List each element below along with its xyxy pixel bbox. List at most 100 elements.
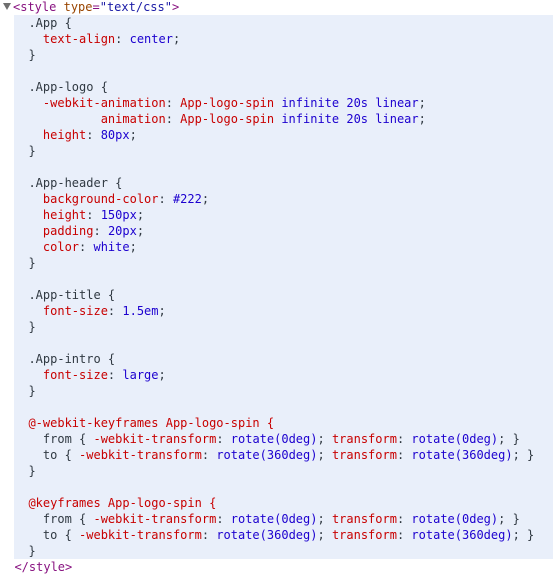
code-token: #222	[172, 192, 202, 206]
code-token: transform	[331, 528, 397, 542]
code-token: :	[79, 240, 94, 254]
code-token: 20px	[107, 224, 137, 238]
code-token: .App {	[14, 16, 72, 30]
code-line: @keyframes App-logo-spin {	[14, 495, 553, 511]
code-line: }	[14, 543, 553, 559]
code-token: :	[396, 512, 412, 526]
close-tag: </style>	[14, 560, 73, 574]
code-line: }	[14, 319, 553, 335]
code-token: white	[93, 240, 130, 254]
code-line: from { -webkit-transform: rotate(0deg); …	[14, 431, 553, 447]
code-token: 0deg	[281, 432, 311, 446]
code-line: .App-logo {	[14, 79, 553, 95]
code-token: to {	[14, 528, 80, 542]
style-open-tag-line[interactable]: <style type="text/css">	[0, 0, 553, 15]
code-token: 0deg	[281, 512, 311, 526]
code-token: .App-intro {	[14, 352, 116, 366]
code-token: :	[216, 432, 231, 446]
code-line: to { -webkit-transform: rotate(360deg); …	[14, 447, 553, 463]
code-line: }	[14, 47, 553, 63]
code-line: -webkit-animation: App-logo-spin infinit…	[14, 95, 553, 111]
code-token: large	[122, 368, 159, 382]
code-token: )	[310, 528, 318, 542]
style-close-tag-line[interactable]: </style>	[0, 559, 553, 575]
code-token: ; }	[512, 448, 535, 462]
code-line: .App-title {	[14, 287, 553, 303]
code-token: ;	[129, 240, 137, 254]
tag-name: style	[20, 0, 57, 14]
code-token: .App-header {	[14, 176, 123, 190]
code-token: infinite	[281, 112, 340, 126]
code-token: }	[14, 544, 36, 558]
code-token: ;	[317, 432, 332, 446]
code-line: color: white;	[14, 239, 553, 255]
code-token: rotate(	[411, 432, 462, 446]
code-token: )	[310, 432, 318, 446]
code-line: padding: 20px;	[14, 223, 553, 239]
code-token: :	[86, 128, 101, 142]
code-token: :	[107, 304, 123, 318]
code-token: height	[14, 208, 87, 222]
code-token: ;	[418, 96, 426, 110]
code-token: )	[310, 448, 318, 462]
code-line	[14, 271, 553, 287]
code-token: :	[107, 368, 123, 382]
code-line: }	[14, 463, 553, 479]
code-token: )	[490, 432, 499, 446]
code-token: rotate(	[411, 528, 462, 542]
code-token: :	[165, 112, 181, 126]
code-line: .App-intro {	[14, 351, 553, 367]
code-line: .App-header {	[14, 175, 553, 191]
code-token: ; }	[498, 512, 520, 526]
code-token: :	[396, 528, 412, 542]
code-token: )	[490, 512, 499, 526]
code-line	[14, 479, 553, 495]
code-token: text-align	[14, 32, 116, 46]
code-line: }	[14, 383, 553, 399]
code-token: from {	[14, 512, 94, 526]
code-token: rotate(	[230, 512, 282, 526]
code-line: @-webkit-keyframes App-logo-spin {	[14, 415, 553, 431]
code-token: -webkit-transform	[79, 448, 202, 462]
code-token: ;	[201, 192, 210, 206]
code-token: ;	[129, 128, 137, 142]
code-token: App-logo-spin	[180, 112, 275, 126]
style-text-content[interactable]: .App { text-align: center; } .App-logo {…	[14, 15, 553, 559]
code-token: font-size	[14, 304, 108, 318]
code-token: height	[14, 128, 87, 142]
code-token: 1.5em	[122, 304, 159, 318]
code-token: ;	[158, 368, 166, 382]
code-token: }	[14, 48, 36, 62]
code-line: }	[14, 255, 553, 271]
code-line: height: 150px;	[14, 207, 553, 223]
code-token: transform	[331, 448, 397, 462]
code-token: :	[396, 448, 412, 462]
code-token: :	[396, 432, 412, 446]
code-token: ;	[418, 112, 426, 126]
code-line	[14, 335, 553, 351]
code-token: rotate(	[411, 448, 462, 462]
code-token: )	[505, 528, 513, 542]
code-token: :	[201, 528, 217, 542]
code-token: 360deg	[266, 528, 311, 542]
code-token: }	[14, 256, 36, 270]
code-token: :	[86, 208, 101, 222]
code-line: from { -webkit-transform: rotate(0deg); …	[14, 511, 553, 527]
code-token: ;	[317, 528, 332, 542]
code-token: infinite	[281, 96, 340, 110]
code-token: @keyframes App-logo-spin {	[14, 496, 217, 510]
code-token: ;	[136, 208, 145, 222]
code-token: :	[165, 96, 181, 110]
code-token: rotate(	[230, 432, 282, 446]
code-token: 360deg	[462, 448, 506, 462]
code-token: }	[14, 384, 36, 398]
code-token: }	[14, 464, 36, 478]
code-token: animation	[14, 112, 166, 126]
code-token: ; }	[512, 528, 535, 542]
code-token: @-webkit-keyframes App-logo-spin {	[14, 416, 275, 430]
code-token: ;	[172, 32, 181, 46]
triangle-down-icon[interactable]	[3, 3, 11, 10]
code-token: padding	[14, 224, 94, 238]
code-token: 0deg	[462, 432, 491, 446]
